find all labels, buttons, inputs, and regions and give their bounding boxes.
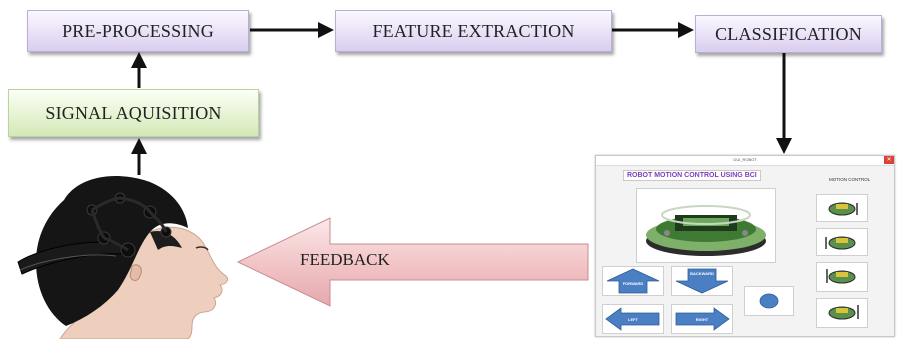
forward-label: FORWARD bbox=[622, 281, 644, 286]
robot-icon bbox=[828, 202, 858, 216]
right-arrow-icon bbox=[675, 307, 730, 331]
feature-extraction-node: FEATURE EXTRACTION bbox=[335, 10, 612, 52]
feature-extraction-label: FEATURE EXTRACTION bbox=[372, 20, 575, 41]
gui-titlebar: GUI_ROBOT ✕ bbox=[596, 156, 894, 166]
down-arrow-icon bbox=[675, 268, 729, 294]
gui-heading: ROBOT MOTION CONTROL USING BCI bbox=[623, 170, 761, 181]
robot-icon bbox=[825, 236, 856, 250]
motion-robot-right[interactable] bbox=[816, 298, 868, 328]
preprocessing-node: PRE-PROCESSING bbox=[27, 10, 249, 52]
feedback-arrow bbox=[236, 217, 589, 307]
classification-label: CLASSIFICATION bbox=[715, 23, 862, 44]
gui-window-title: GUI_ROBOT bbox=[733, 157, 757, 162]
forward-button[interactable]: FORWARD bbox=[602, 266, 664, 296]
backward-label: BACKWARD bbox=[690, 271, 714, 276]
arrow-preprocessing-to-feature-extraction bbox=[250, 22, 334, 38]
stop-button[interactable] bbox=[744, 286, 794, 316]
signal-acquisition-node: SIGNAL AQUISITION bbox=[8, 89, 259, 137]
signal-acquisition-label: SIGNAL AQUISITION bbox=[45, 102, 222, 123]
motion-robot-forward[interactable] bbox=[816, 194, 868, 222]
gui-motion-control-label: MOTION CONTROL bbox=[829, 177, 871, 182]
close-icon[interactable]: ✕ bbox=[884, 156, 894, 164]
arrow-head-to-signal-acquisition bbox=[131, 138, 147, 175]
backward-button[interactable]: BACKWARD bbox=[671, 266, 733, 296]
feedback-label: FEEDBACK bbox=[300, 250, 390, 269]
motion-robot-left[interactable] bbox=[816, 262, 868, 292]
arrow-feature-extraction-to-classification bbox=[612, 22, 694, 38]
preprocessing-label: PRE-PROCESSING bbox=[62, 20, 214, 41]
arrow-signal-acquisition-to-preprocessing bbox=[131, 52, 147, 88]
arrow-classification-to-gui bbox=[776, 53, 792, 154]
left-label: LEFT bbox=[628, 317, 638, 322]
classification-node: CLASSIFICATION bbox=[695, 15, 882, 53]
right-button[interactable]: RIGHT bbox=[671, 304, 733, 334]
right-label: RIGHT bbox=[695, 317, 709, 322]
up-arrow-icon bbox=[606, 268, 660, 294]
robot-icon bbox=[828, 305, 859, 320]
motion-robot-backward[interactable] bbox=[816, 228, 868, 256]
robot-image bbox=[636, 188, 776, 263]
robot-gui-window: GUI_ROBOT ✕ ROBOT MOTION CONTROL USING B… bbox=[595, 155, 895, 337]
left-arrow-icon bbox=[605, 307, 660, 331]
robot-icon bbox=[646, 205, 766, 256]
stop-circle-icon bbox=[759, 293, 779, 309]
left-button[interactable]: LEFT bbox=[602, 304, 664, 334]
robot-icon bbox=[826, 269, 856, 284]
